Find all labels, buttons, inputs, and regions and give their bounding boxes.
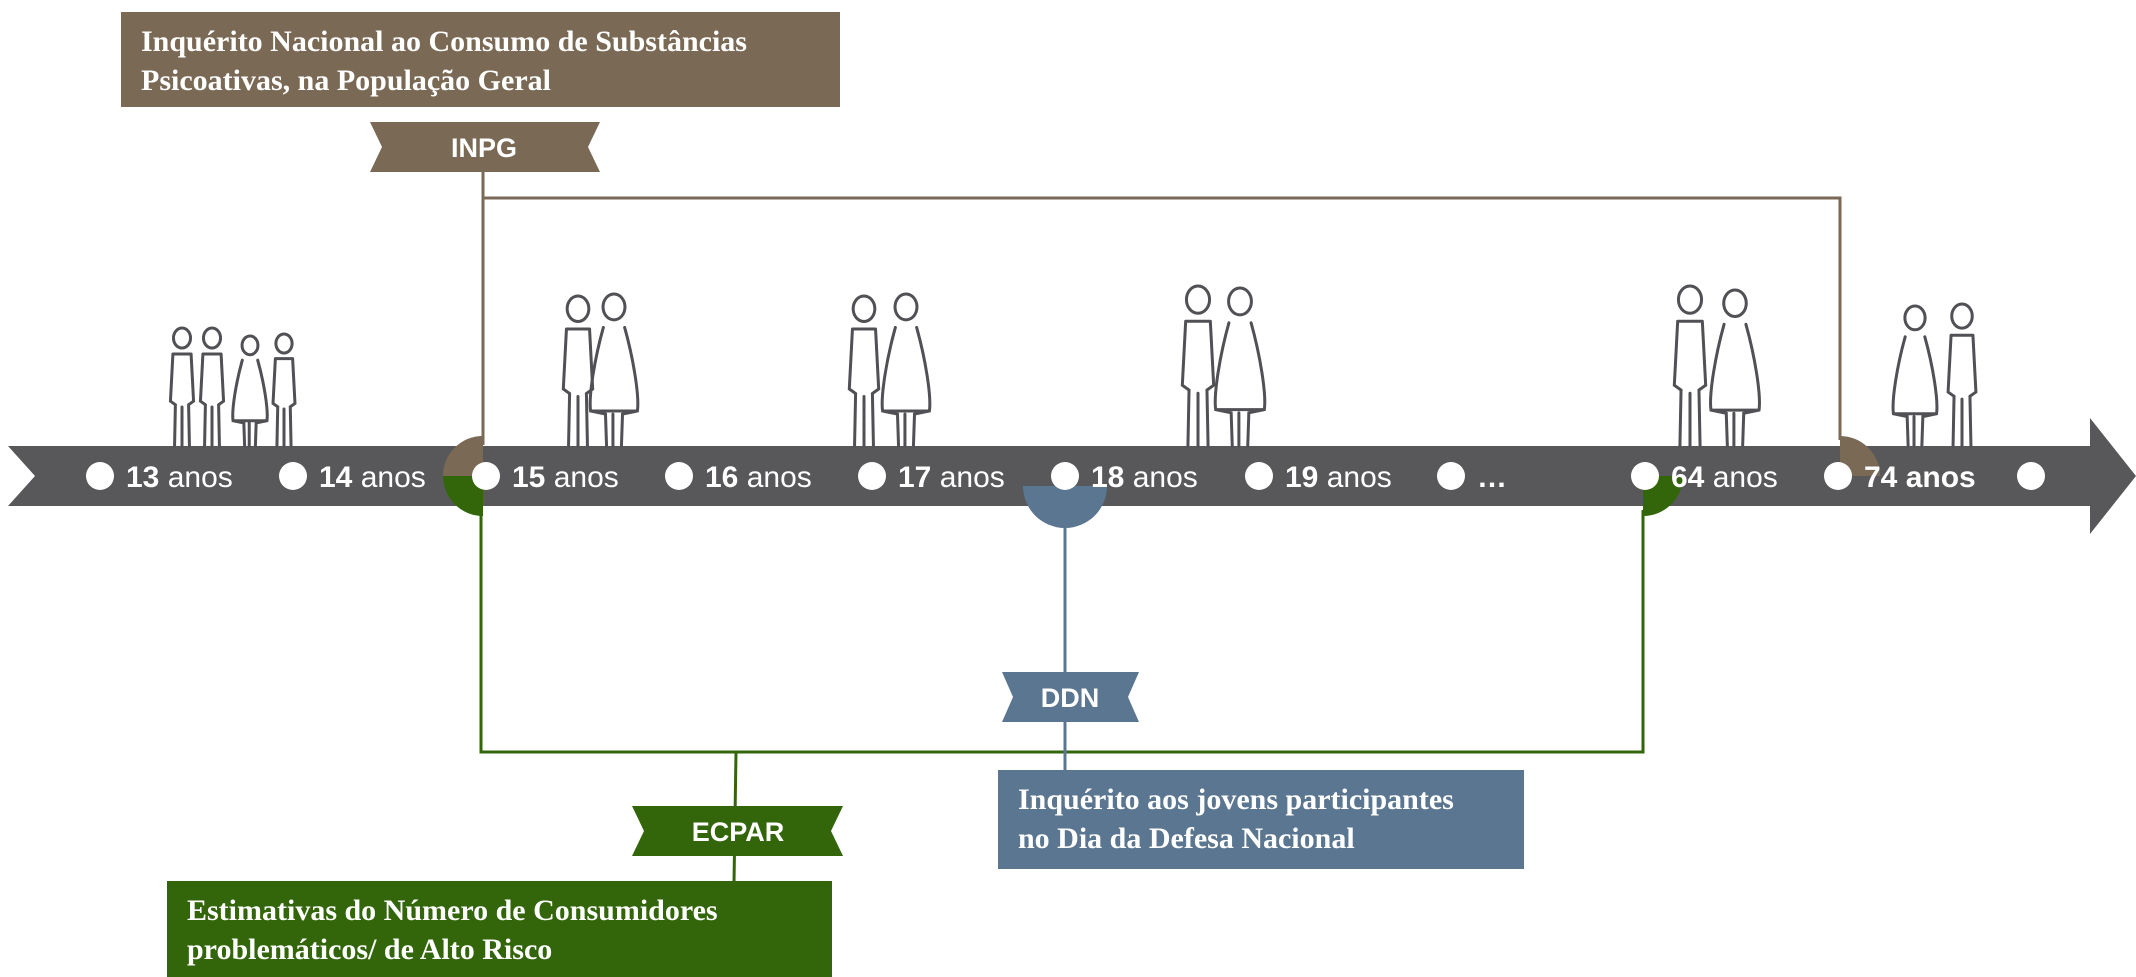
- inpg-start-marker-arc: [443, 436, 483, 476]
- timeline-dot-7: [1437, 462, 1465, 490]
- ddn-tag: DDN: [1041, 683, 1100, 713]
- person-figure-icon: [1891, 304, 1939, 448]
- age-unit: anos: [1318, 461, 1391, 494]
- ecpar-tag: ECPAR: [692, 817, 785, 847]
- inpg-title-line-1: Inquérito Nacional ao Consumo de Substân…: [141, 25, 747, 58]
- ddn-ribbon-shape: [1002, 672, 1139, 722]
- age-label-9: 74 anos: [1864, 461, 1976, 494]
- ddn-title-line-2: no Dia da Defesa Nacional: [1018, 822, 1355, 855]
- person-figure-icon: [588, 292, 640, 448]
- person-figure-icon: [168, 326, 196, 448]
- age-number: 15: [512, 461, 545, 494]
- couple-icon: [561, 292, 640, 448]
- elderly-couple-icon: [1891, 302, 1978, 448]
- timeline-dot-8: [1631, 462, 1659, 490]
- person-figure-icon: [880, 292, 932, 448]
- group-of-children-icon: [168, 326, 297, 448]
- ecpar-bracket-line: [479, 510, 1645, 754]
- age-label-6: 19 anos: [1285, 461, 1392, 494]
- timeline-dot-10: [2017, 462, 2045, 490]
- age-label-1: 14 anos: [319, 461, 426, 494]
- age-unit: anos: [738, 461, 811, 494]
- age-number: 14: [319, 461, 353, 494]
- timeline-dot-9: [1824, 462, 1852, 490]
- age-label-4: 17 anos: [898, 461, 1005, 494]
- person-figure-icon: [1672, 284, 1708, 448]
- age-unit: anos: [931, 461, 1004, 494]
- person-figure-icon: [1180, 284, 1216, 448]
- age-number: 16: [705, 461, 738, 494]
- timeline-dot-2: [472, 462, 500, 490]
- age-unit: anos: [1704, 461, 1777, 494]
- people-figures: [168, 284, 1978, 448]
- age-label-3: 16 anos: [705, 461, 812, 494]
- age-label-0: 13 anos: [126, 461, 233, 494]
- ecpar-title-line-2: problemáticos/ de Alto Risco: [187, 933, 553, 966]
- inpg-title-box: Inquérito Nacional ao Consumo de Substân…: [121, 12, 840, 107]
- timeline-dot-6: [1245, 462, 1273, 490]
- inpg-bracket: [481, 170, 1842, 445]
- person-figure-icon: [561, 294, 595, 448]
- ecpar-title-box: Estimativas do Número de Consumidores pr…: [167, 881, 832, 977]
- ecpar-start-marker: [443, 476, 483, 516]
- age-number: 19: [1285, 461, 1318, 494]
- timeline-dot-3: [665, 462, 693, 490]
- couple-icon: [1180, 284, 1267, 448]
- age-number: 64: [1671, 461, 1705, 494]
- age-number: 13: [126, 461, 159, 494]
- person-figure-icon: [847, 294, 881, 448]
- inpg-ribbon: INPG: [370, 122, 600, 172]
- age-label-5: 18 anos: [1091, 461, 1198, 494]
- person-figure-icon: [1709, 288, 1761, 448]
- ddn-marker: [1023, 486, 1107, 528]
- ddn-title-line-1: Inquérito aos jovens participantes: [1018, 783, 1454, 816]
- person-figure-icon: [271, 332, 297, 448]
- inpg-ribbon-shape: [370, 122, 600, 172]
- inpg-title-line-2: Psicoativas, na População Geral: [141, 64, 551, 97]
- age-number: 17: [898, 461, 931, 494]
- ddn-ribbon: DDN: [1002, 672, 1139, 722]
- person-figure-icon: [1946, 302, 1978, 448]
- age-unit: anos: [352, 461, 425, 494]
- couple-icon: [847, 292, 932, 448]
- ecpar-title-line-1: Estimativas do Número de Consumidores: [187, 894, 718, 927]
- age-label-2: 15 anos: [512, 461, 619, 494]
- person-figure-icon: [1213, 286, 1267, 448]
- timeline-dot-0: [86, 462, 114, 490]
- age-unit: anos: [545, 461, 618, 494]
- age-unit: anos: [1897, 461, 1975, 494]
- inpg-end-marker: [1840, 436, 1880, 476]
- age-label-8: 64 anos: [1671, 461, 1778, 494]
- ecpar-ribbon: ECPAR: [632, 806, 843, 856]
- age-number: …: [1477, 461, 1507, 494]
- couple-icon: [1672, 284, 1761, 448]
- timeline-dot-1: [279, 462, 307, 490]
- age-unit: anos: [159, 461, 232, 494]
- age-unit: anos: [1124, 461, 1197, 494]
- age-number: 18: [1091, 461, 1124, 494]
- person-figure-icon: [198, 326, 226, 448]
- age-number: 74: [1864, 461, 1898, 494]
- age-label-7: …: [1477, 461, 1507, 494]
- timeline-dot-5: [1051, 462, 1079, 490]
- inpg-tag: INPG: [451, 133, 517, 163]
- ddn-title-box: Inquérito aos jovens participantes no Di…: [998, 770, 1524, 869]
- person-figure-icon: [231, 334, 269, 448]
- ecpar-ribbon-shape: [632, 806, 843, 856]
- timeline-dot-4: [858, 462, 886, 490]
- inpg-bracket-line: [481, 170, 1842, 440]
